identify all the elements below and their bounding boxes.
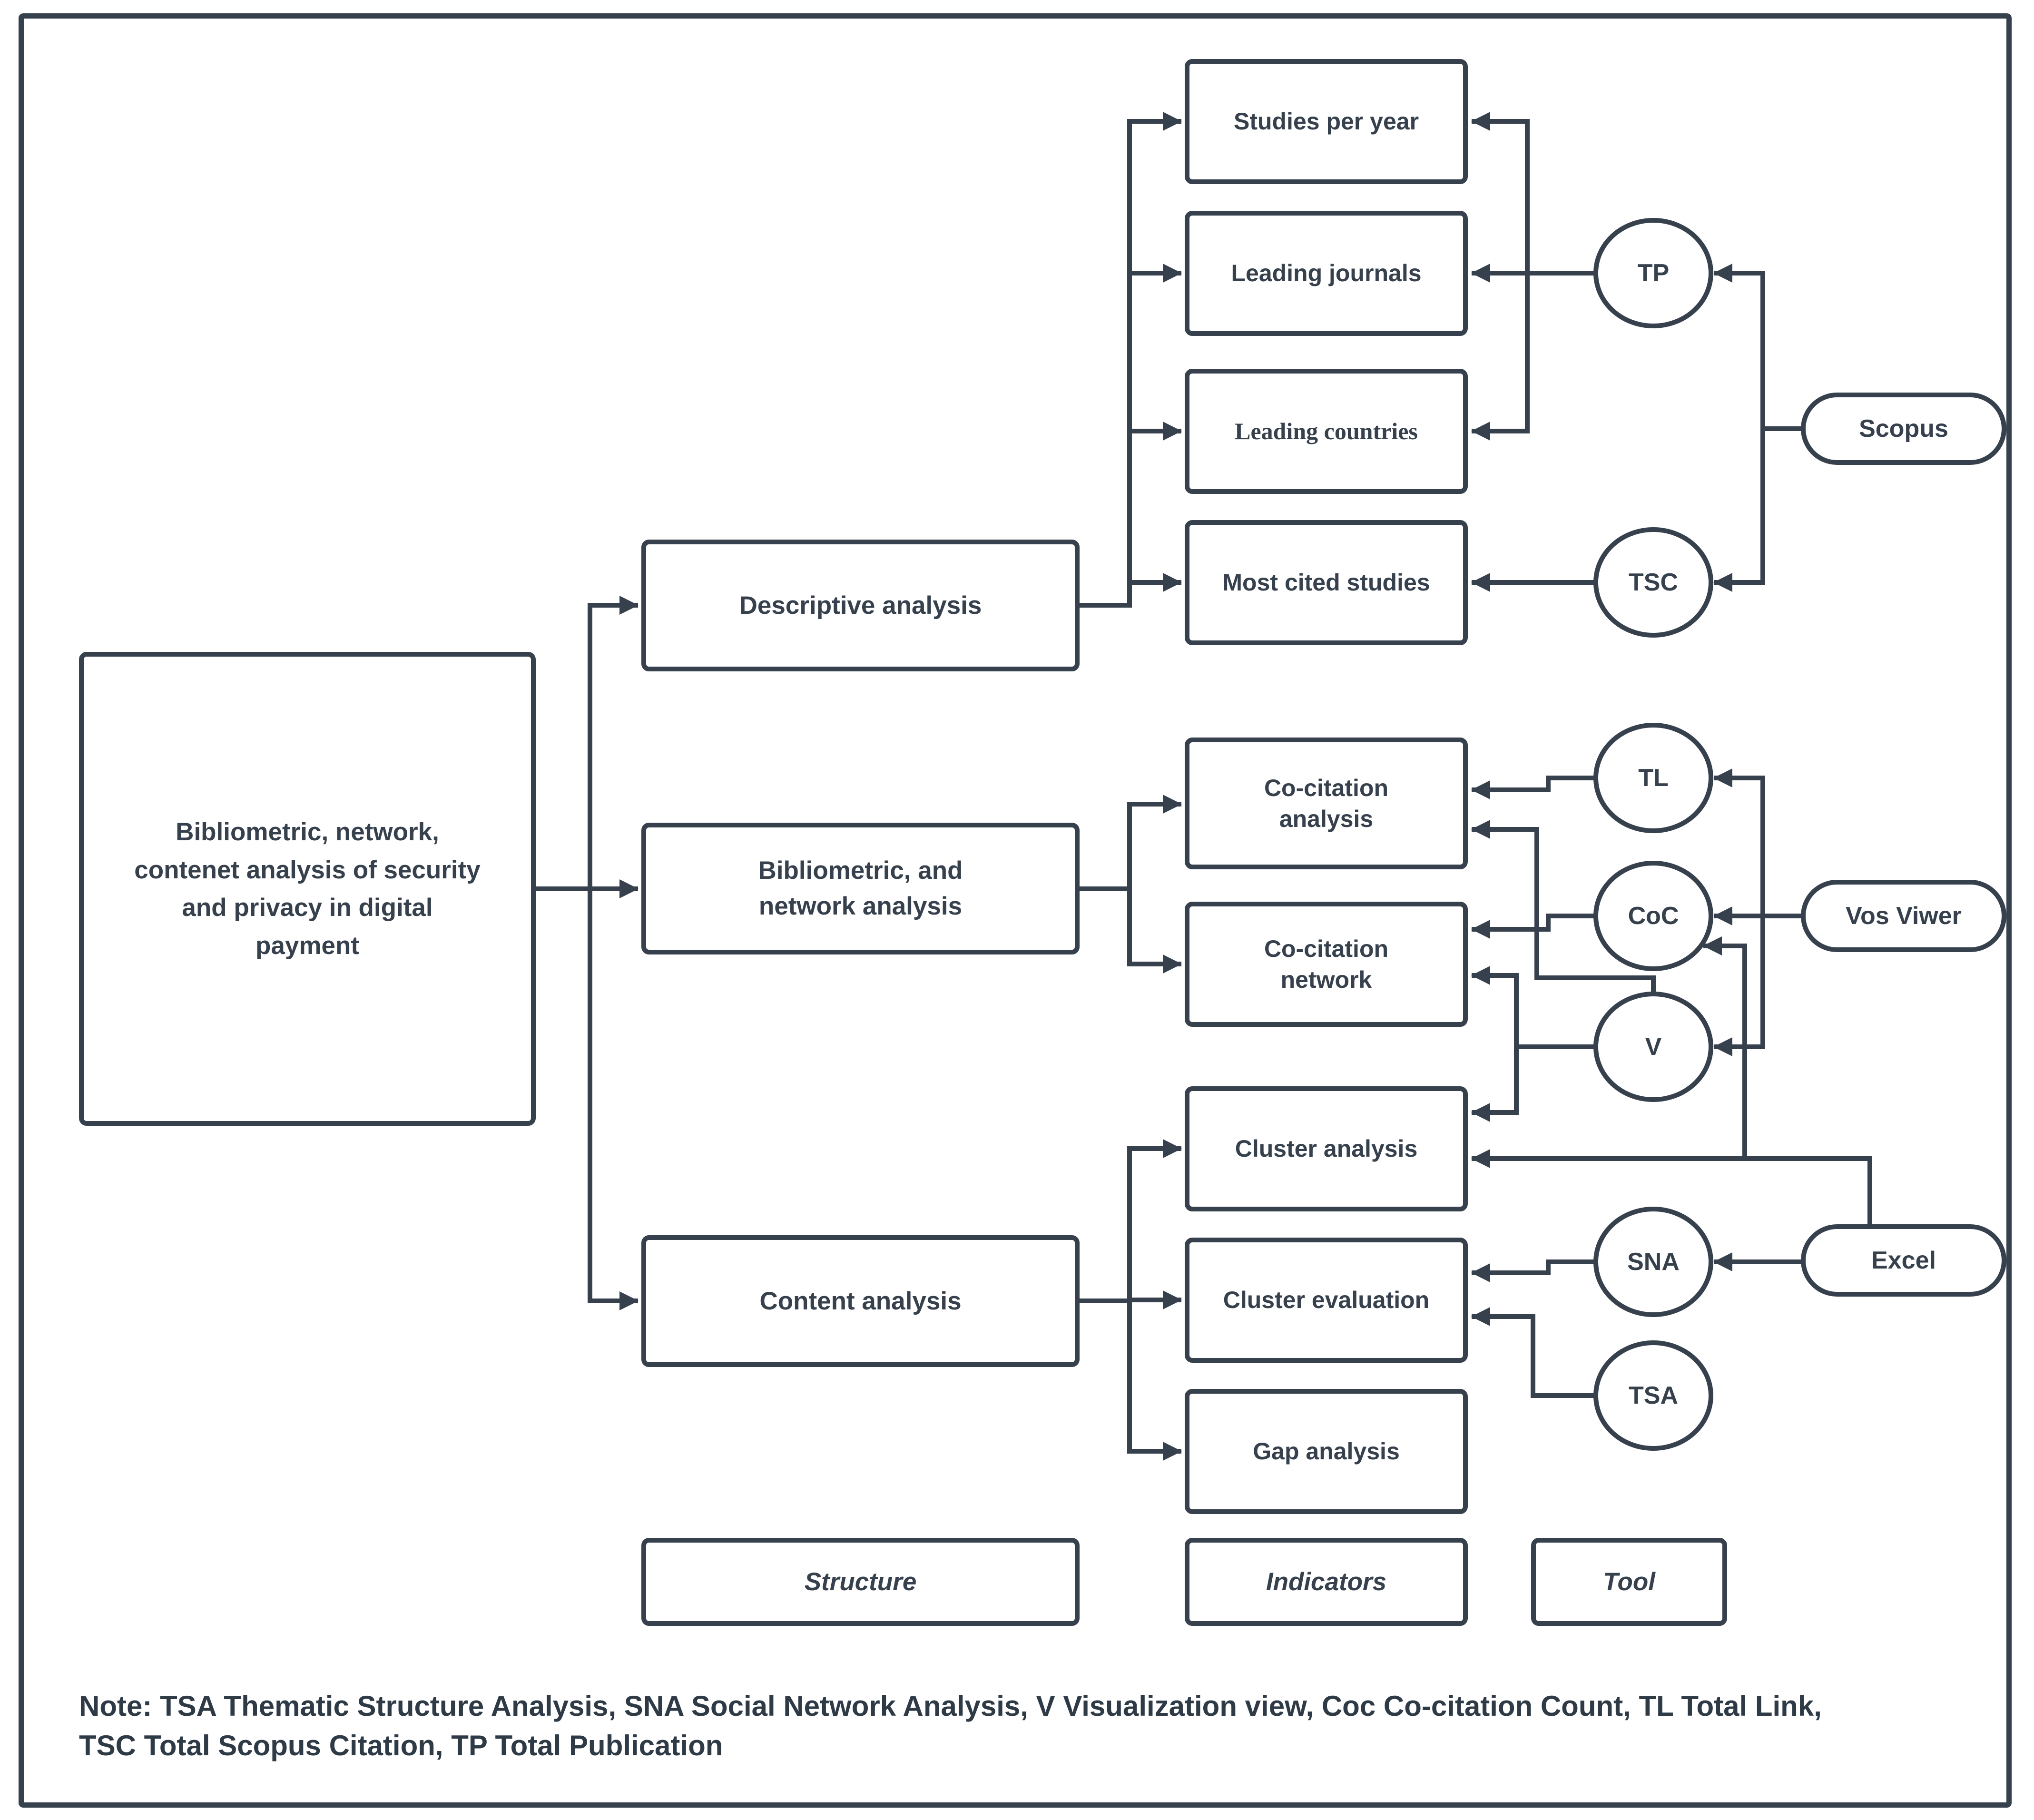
node-excel: Excel: [1801, 1224, 2006, 1297]
node-vosviewer: Vos Viwer: [1801, 880, 2006, 952]
label-tool-column: Tool: [1531, 1538, 1727, 1626]
edge-v-to-cocitation-analysis: [1471, 820, 1656, 994]
node-scopus: Scopus: [1801, 393, 2006, 465]
node-tsa-circle: TSA: [1593, 1340, 1713, 1451]
node-v-circle: V: [1593, 992, 1713, 1102]
node-root-label: Bibliometric, network, contenet analysis…: [134, 818, 481, 960]
node-tp-label: TP: [1637, 259, 1670, 287]
node-root: Bibliometric, network, contenet analysis…: [79, 652, 536, 1126]
edge-tl-to-cocitation-analysis: [1471, 776, 1596, 799]
node-cluster-evaluation-label: Cluster evaluation: [1223, 1287, 1430, 1313]
node-coc-label: CoC: [1628, 902, 1679, 930]
node-cluster-evaluation: Cluster evaluation: [1185, 1238, 1468, 1363]
node-vosviewer-label: Vos Viwer: [1846, 902, 1962, 930]
node-tsa-label: TSA: [1629, 1382, 1678, 1409]
node-leading-countries: Leading countries: [1185, 369, 1468, 494]
node-cocitation-network: Co-citation network: [1185, 902, 1468, 1027]
node-sna-circle: SNA: [1593, 1207, 1713, 1317]
node-tp-circle: TP: [1593, 218, 1713, 328]
node-tsc-circle: TSC: [1593, 527, 1713, 638]
edge-excel-to-coc: [1703, 936, 1872, 1227]
node-coc-circle: CoC: [1593, 861, 1713, 971]
node-biblio-network-analysis-label: Bibliometric, and network analysis: [758, 856, 963, 920]
node-tsc-label: TSC: [1629, 569, 1678, 596]
node-cocitation-analysis: Co-citation analysis: [1185, 738, 1468, 869]
edge-tsa-to-cluster-evaluation: [1471, 1307, 1596, 1398]
node-sna-label: SNA: [1627, 1248, 1680, 1276]
node-v-label: V: [1645, 1033, 1662, 1061]
node-scopus-label: Scopus: [1859, 415, 1948, 443]
node-studies-per-year-label: Studies per year: [1233, 108, 1419, 135]
node-leading-countries-label: Leading countries: [1235, 418, 1418, 444]
node-biblio-network-analysis: Bibliometric, and network analysis: [641, 823, 1080, 954]
node-cluster-analysis: Cluster analysis: [1185, 1086, 1468, 1211]
label-tool-text: Tool: [1603, 1568, 1655, 1596]
node-most-cited-studies-label: Most cited studies: [1222, 569, 1430, 596]
node-cocitation-analysis-label: Co-citation analysis: [1264, 774, 1389, 832]
node-tl-label: TL: [1638, 764, 1669, 792]
node-cocitation-network-label: Co-citation network: [1264, 935, 1389, 993]
node-leading-journals-label: Leading journals: [1231, 260, 1422, 286]
node-descriptive-analysis: Descriptive analysis: [641, 540, 1080, 671]
node-excel-label: Excel: [1871, 1247, 1936, 1274]
label-structure-text: Structure: [804, 1568, 917, 1596]
node-gap-analysis-label: Gap analysis: [1253, 1438, 1400, 1465]
label-structure-column: Structure: [641, 1538, 1080, 1626]
label-indicators-text: Indicators: [1266, 1568, 1387, 1596]
edge-coc-to-cocitation-network: [1471, 914, 1596, 939]
edge-sna-to-cluster-evaluation: [1471, 1259, 1596, 1282]
node-leading-journals: Leading journals: [1185, 211, 1468, 336]
node-most-cited-studies: Most cited studies: [1185, 520, 1468, 645]
node-tl-circle: TL: [1593, 723, 1713, 833]
note-text: Note: TSA Thematic Structure Analysis, S…: [79, 1690, 1822, 1761]
node-cluster-analysis-label: Cluster analysis: [1235, 1135, 1418, 1162]
node-descriptive-analysis-label: Descriptive analysis: [739, 591, 982, 620]
node-gap-analysis: Gap analysis: [1185, 1389, 1468, 1514]
node-studies-per-year: Studies per year: [1185, 59, 1468, 184]
node-content-analysis: Content analysis: [641, 1235, 1080, 1367]
label-indicators-column: Indicators: [1185, 1538, 1468, 1626]
node-content-analysis-label: Content analysis: [759, 1287, 962, 1315]
